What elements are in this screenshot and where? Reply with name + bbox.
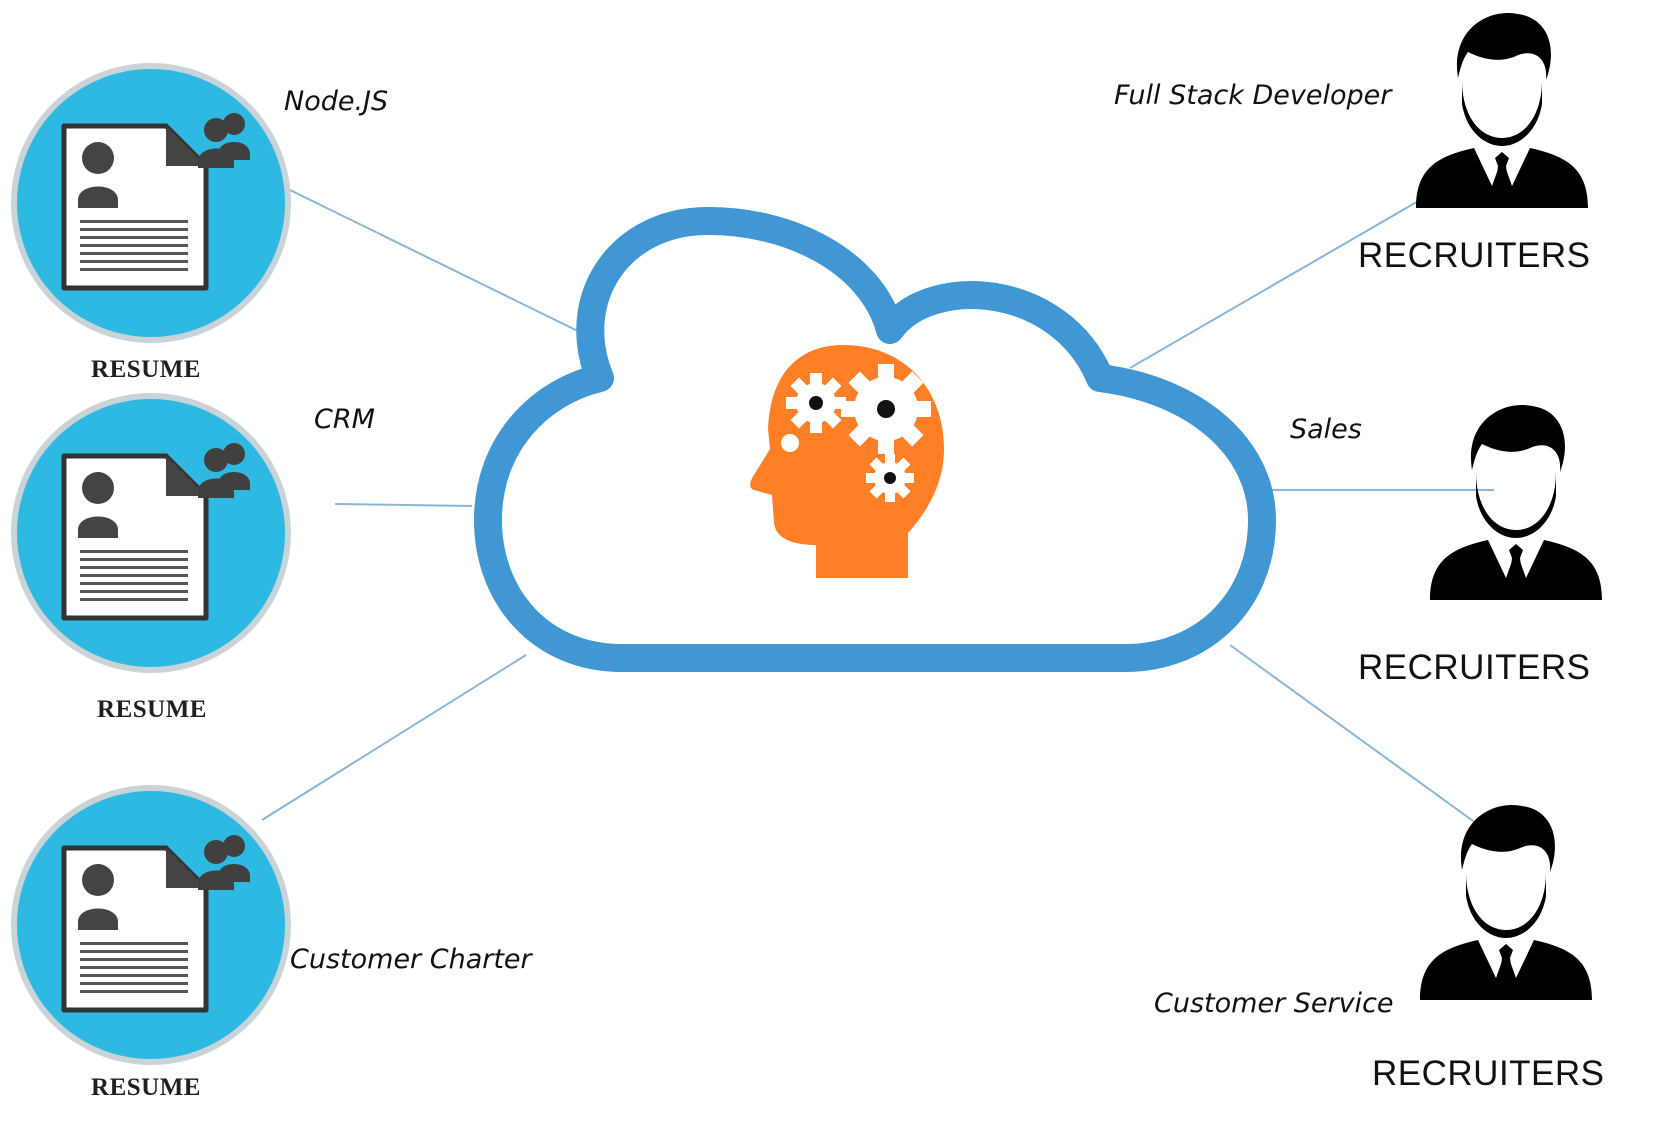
- role-label-full-stack-developer: Full Stack Developer: [1114, 80, 1392, 111]
- resume-badge-1: [6, 58, 296, 348]
- recruiter-person-icon-2: [1412, 400, 1612, 600]
- resume-badge-3: [6, 780, 296, 1070]
- thought-bubble: [781, 434, 799, 452]
- connector-customer-charter: [261, 654, 527, 821]
- resume-caption-1: RESUME: [91, 356, 201, 383]
- gear-bottom-icon: [866, 454, 914, 502]
- resume-badge-2: [6, 388, 296, 678]
- recruiter-caption-2: RECRUITERS: [1358, 648, 1591, 687]
- gear-large-icon: [841, 364, 931, 454]
- recruiter-caption-1: RECRUITERS: [1358, 236, 1591, 275]
- recruiter-person-icon-3: [1402, 800, 1602, 1000]
- connector-nodejs: [289, 189, 589, 337]
- gear-small-icon: [786, 373, 846, 433]
- connector-lines: [261, 184, 1494, 827]
- connector-crm: [334, 503, 473, 507]
- role-label-customer-service: Customer Service: [1154, 988, 1394, 1019]
- brain-gears-icon: [750, 345, 944, 578]
- connector-customer-service: [1229, 644, 1481, 827]
- skill-label-crm: CRM: [314, 404, 375, 435]
- recruiter-caption-3: RECRUITERS: [1372, 1054, 1605, 1093]
- skill-label-customer-charter: Customer Charter: [290, 944, 532, 975]
- recruiter-person-icon-1: [1398, 8, 1598, 208]
- role-label-sales: Sales: [1290, 414, 1362, 445]
- connector-full-stack: [1129, 184, 1447, 369]
- skill-label-nodejs: Node.JS: [284, 86, 389, 117]
- resume-caption-2: RESUME: [97, 696, 207, 723]
- resume-caption-3: RESUME: [91, 1074, 201, 1101]
